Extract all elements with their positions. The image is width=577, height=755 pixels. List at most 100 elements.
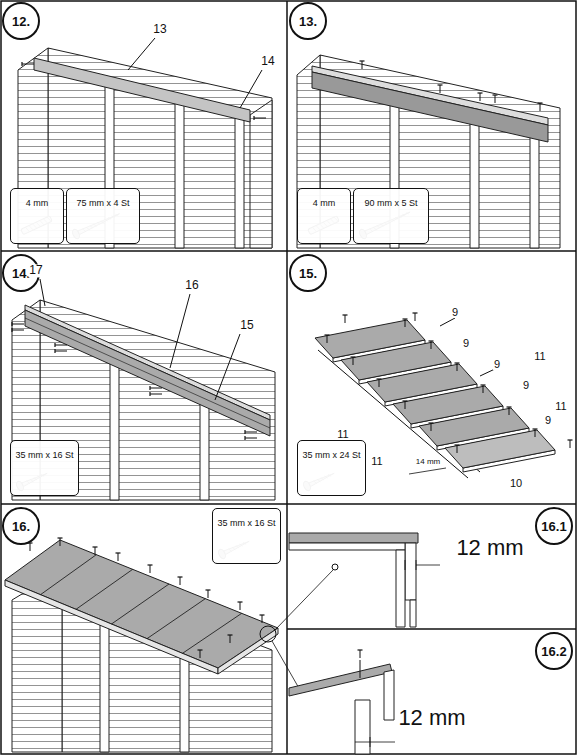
- screw-mark: [253, 116, 254, 120]
- roof-beam: [25, 310, 270, 436]
- screw-mark: [180, 577, 181, 585]
- leader-line: [240, 70, 262, 108]
- callout-number: 17: [28, 264, 43, 277]
- screw-mark: [535, 429, 536, 437]
- hardware-label: 75 mm x 4 St: [76, 198, 129, 208]
- post: [470, 122, 479, 248]
- screw-mark: [260, 614, 265, 615]
- screw-mark: [149, 386, 150, 390]
- screw-mark: [403, 400, 408, 401]
- screw-mark: [507, 406, 512, 407]
- screw-mark: [240, 602, 241, 610]
- fascia: [384, 670, 394, 720]
- callout-number: 11: [554, 400, 567, 412]
- callout-number: 14: [260, 55, 275, 68]
- screw-mark: [360, 660, 361, 678]
- screw-mark: [429, 422, 434, 423]
- top-plate: [25, 305, 270, 420]
- screw-mark: [150, 394, 162, 395]
- screw-mark: [457, 445, 458, 453]
- callout-number: 13: [152, 23, 167, 36]
- panel-divider: [1, 250, 576, 252]
- dimension-line: [405, 560, 406, 570]
- detail-line: [275, 570, 333, 630]
- hardware-label: 4 mm: [313, 198, 336, 208]
- screw-mark: [438, 84, 443, 85]
- dimension-line: [416, 565, 440, 566]
- screw-mark: [11, 322, 12, 326]
- end-wall: [250, 100, 272, 248]
- screw-mark: [360, 60, 365, 61]
- roof-board: [289, 664, 392, 696]
- callout-number: 10: [509, 477, 523, 489]
- callout-number: 9: [451, 306, 459, 318]
- screw-mark: [360, 650, 361, 658]
- screw-mark: [238, 601, 243, 602]
- screw-mark: [178, 576, 183, 577]
- screw-mark: [405, 319, 406, 327]
- step-number: 13.: [289, 2, 327, 40]
- shed-step-16: [5, 538, 333, 752]
- hardware-box: 35 mm x 16 St: [212, 508, 281, 564]
- screw-mark: [55, 345, 67, 346]
- screw-mark: [478, 92, 483, 93]
- hardware-box: 75 mm x 4 St: [66, 188, 140, 244]
- screw-mark: [379, 379, 380, 387]
- board-seam: [112, 584, 170, 624]
- callout-number: 9: [544, 414, 552, 426]
- step-number: 16.2: [535, 632, 573, 670]
- leader-line: [440, 318, 455, 326]
- fascia: [405, 543, 416, 600]
- screw-mark: [254, 118, 266, 119]
- rafter: [289, 543, 405, 550]
- screw-mark: [343, 314, 348, 315]
- screw-mark: [415, 313, 416, 321]
- dimension-line: [409, 468, 446, 474]
- beam-edge: [25, 318, 270, 428]
- screw-mark: [149, 392, 150, 396]
- screw-mark: [353, 357, 354, 365]
- screw-mark: [509, 407, 510, 415]
- leader-line: [215, 334, 240, 400]
- hardware-label: 90 mm x 5 St: [364, 198, 417, 208]
- screw-mark: [493, 94, 498, 95]
- screw-mark: [11, 328, 12, 332]
- screw-mark: [118, 553, 119, 561]
- board-seam: [41, 555, 97, 595]
- screw-mark: [245, 432, 257, 433]
- board-seam: [183, 613, 242, 653]
- screw-mark: [58, 537, 63, 538]
- detail-marker: [332, 564, 338, 570]
- screw-mark: [245, 438, 257, 439]
- post: [235, 114, 244, 248]
- dimension-label: 14 mm: [415, 458, 441, 467]
- step-label: 15.: [299, 266, 317, 281]
- screw-mark: [429, 340, 434, 341]
- screw-mark: [327, 335, 328, 343]
- screw-mark: [54, 343, 55, 347]
- screw-mark: [455, 444, 460, 445]
- shed-step-13: [297, 55, 560, 248]
- step-label: 16.: [12, 519, 30, 534]
- beam: [34, 58, 250, 122]
- hardware-label: 35 mm x 16 St: [15, 450, 73, 460]
- screw-mark: [54, 349, 55, 353]
- leader-line: [128, 38, 155, 70]
- post: [200, 402, 209, 500]
- panel-divider: [1, 503, 576, 505]
- detail-circle: [260, 626, 276, 642]
- screw-mark: [351, 356, 356, 357]
- callout-number: 9: [522, 379, 530, 391]
- callout-number: 15: [239, 319, 254, 332]
- screw-mark: [12, 324, 24, 325]
- screw-mark: [570, 440, 571, 448]
- screw-mark: [431, 341, 432, 349]
- screw-mark: [533, 428, 538, 429]
- screw-mark: [148, 564, 153, 565]
- hardware-box: 35 mm x 24 St: [297, 440, 366, 496]
- screw-mark: [480, 93, 481, 101]
- hardware-box: 4 mm: [10, 188, 64, 244]
- hardware-label: 35 mm x 24 St: [302, 450, 360, 460]
- screw-mark: [95, 547, 96, 555]
